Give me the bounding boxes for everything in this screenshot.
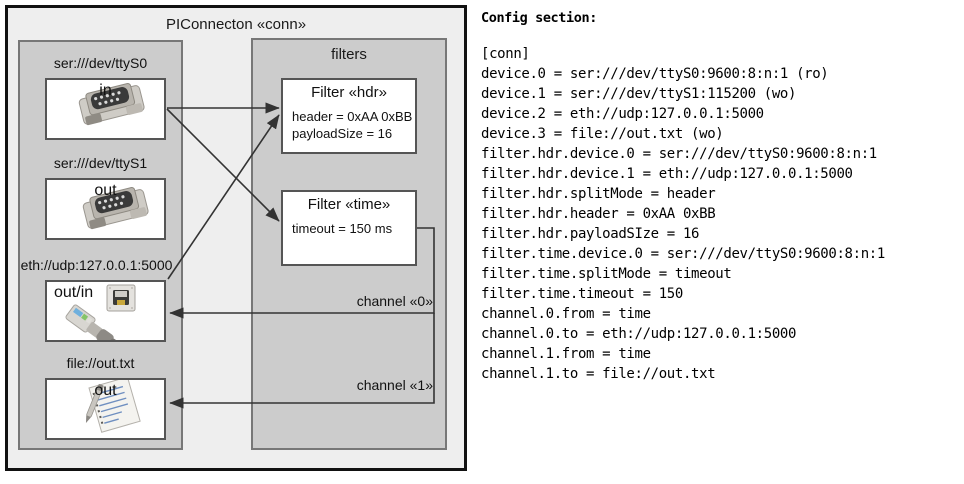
device-box-0[interactable]: in: [45, 78, 166, 140]
config-line: device.2 = eth://udp:127.0.0.1:5000: [481, 106, 764, 122]
config-line: filter.hdr.payloadSIze = 16: [481, 226, 700, 242]
device-label-0: ser:///dev/ttyS0: [53, 55, 148, 71]
filter-title-hdr: Filter «hdr»: [311, 84, 387, 101]
config-line: channel.0.to = eth://udp:127.0.0.1:5000: [481, 326, 797, 342]
device-label-1: ser:///dev/ttyS1: [53, 155, 148, 171]
filter-props-time: timeout = 150 ms: [292, 221, 393, 236]
filter-box-hdr[interactable]: Filter «hdr» header = 0xAA 0xBB payloadS…: [281, 78, 417, 154]
config-heading: Config section:: [481, 10, 597, 26]
config-line: device.1 = ser:///dev/ttyS1:115200 (wo): [481, 86, 797, 102]
channel-label-1: channel «1»: [356, 377, 433, 393]
config-line: channel.0.from = time: [481, 306, 651, 322]
config-line: filter.hdr.device.1 = eth://udp:127.0.0.…: [481, 166, 853, 182]
config-line: filter.time.device.0 = ser:///dev/ttyS0:…: [481, 246, 885, 262]
config-line: [conn]: [481, 46, 530, 62]
config-line: filter.hdr.device.0 = ser:///dev/ttyS0:9…: [481, 146, 877, 162]
config-line: filter.hdr.splitMode = header: [481, 186, 716, 202]
config-body: [conn] device.0 = ser:///dev/ttyS0:9600:8…: [481, 44, 885, 384]
device-label-2: eth://udp:127.0.0.1:5000: [20, 257, 173, 273]
device-label-3: file://out.txt: [66, 355, 135, 371]
config-line: filter.hdr.header = 0xAA 0xBB: [481, 206, 716, 222]
config-line: filter.time.splitMode = timeout: [481, 266, 732, 282]
connection-title: PIConnecton «conn»: [165, 16, 307, 33]
device-box-1[interactable]: out: [45, 178, 166, 240]
filter-title-time: Filter «time»: [307, 196, 391, 213]
config-line: channel.1.to = file://out.txt: [481, 366, 716, 382]
device-state-2: out/in: [54, 284, 94, 301]
device-box-3[interactable]: out: [45, 378, 166, 440]
config-section: Config section: [conn] device.0 = ser:///…: [481, 6, 961, 476]
device-state-3: out: [94, 382, 117, 399]
channel-label-0: channel «0»: [356, 293, 433, 309]
config-line: device.3 = file://out.txt (wo): [481, 126, 724, 142]
config-line: device.0 = ser:///dev/ttyS0:9600:8:n:1 (…: [481, 66, 829, 82]
filter-props-hdr: header = 0xAA 0xBB payloadSize = 16: [292, 109, 413, 141]
device-state-0: in: [99, 82, 112, 99]
config-line: filter.time.timeout = 150: [481, 286, 683, 302]
filters-panel-title: filters: [331, 46, 367, 63]
device-box-2[interactable]: out/in: [45, 280, 166, 342]
config-line: channel.1.from = time: [481, 346, 651, 362]
device-state-1: out: [94, 182, 117, 199]
filter-box-time[interactable]: Filter «time» timeout = 150 ms: [281, 190, 417, 266]
